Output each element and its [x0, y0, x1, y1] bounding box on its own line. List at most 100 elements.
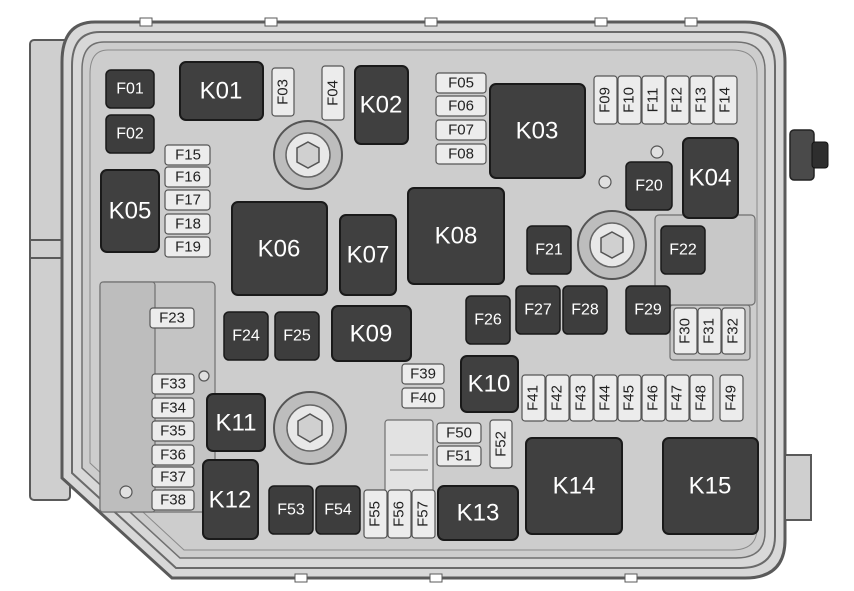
- small-fuse-f06-label: F06: [448, 98, 474, 115]
- relay-k14: [525, 437, 623, 535]
- small-fuse-f17: [164, 189, 211, 211]
- small-fuse-f51-label: F51: [446, 448, 472, 465]
- mini-fuse-f26-label: F26: [474, 312, 502, 329]
- mini-fuse-f27: [515, 285, 561, 335]
- relay-k10-label: K10: [468, 371, 511, 398]
- small-fuse-f49-label: F49: [723, 385, 740, 411]
- bolt-icon: [273, 120, 343, 190]
- small-fuse-f48: [689, 374, 714, 422]
- small-fuse-f46-label: F46: [645, 385, 662, 411]
- small-fuse-f35: [151, 420, 195, 442]
- mini-fuse-f25: [274, 311, 320, 361]
- small-fuse-f36-label: F36: [160, 447, 186, 464]
- relay-k07-label: K07: [347, 242, 390, 269]
- mini-fuse-f01-label: F01: [116, 81, 144, 98]
- small-fuse-f44: [593, 374, 618, 422]
- relay-k06: [231, 201, 328, 296]
- small-fuse-f03-label: F03: [275, 79, 292, 105]
- small-fuse-f10: [617, 75, 642, 125]
- small-fuse-f08-label: F08: [448, 146, 474, 163]
- small-fuse-f31-label: F31: [701, 318, 718, 344]
- small-fuse-f18-label: F18: [175, 216, 201, 233]
- small-fuse-f03: [271, 67, 295, 117]
- mini-fuse-f54: [315, 485, 361, 535]
- small-fuse-f32-label: F32: [725, 318, 742, 344]
- relay-k01-label: K01: [200, 78, 243, 105]
- small-fuse-f55-label: F55: [367, 501, 384, 527]
- small-fuse-f43-label: F43: [573, 385, 590, 411]
- mini-fuse-f53: [268, 485, 314, 535]
- small-fuse-f04-label: F04: [325, 80, 342, 106]
- small-fuse-f07-label: F07: [448, 122, 474, 139]
- mini-fuse-f21: [526, 225, 572, 275]
- small-fuse-f04: [321, 65, 345, 121]
- relay-k07: [339, 214, 397, 296]
- small-fuse-f06: [435, 95, 487, 117]
- small-fuse-f33: [151, 373, 195, 395]
- small-fuse-f07: [435, 119, 487, 141]
- small-fuse-f52-label: F52: [493, 431, 510, 457]
- relay-k11: [206, 393, 266, 452]
- small-fuse-f37: [151, 466, 195, 488]
- relay-k08-label: K08: [435, 223, 478, 250]
- small-fuse-f44-label: F44: [597, 385, 614, 411]
- relay-k09-label: K09: [350, 321, 393, 348]
- small-fuse-f56: [387, 489, 412, 539]
- relay-k05-label: K05: [109, 198, 152, 225]
- connector-icon: [789, 129, 829, 181]
- small-fuse-f39: [401, 363, 445, 385]
- small-fuse-f40-label: F40: [410, 390, 436, 407]
- small-fuse-f36: [151, 444, 195, 466]
- relay-k11-label: K11: [216, 410, 257, 437]
- bolt-icon: [273, 391, 347, 465]
- small-fuse-f08: [435, 143, 487, 165]
- mini-fuse-f20: [625, 161, 673, 211]
- small-fuse-f42-label: F42: [549, 385, 566, 411]
- small-fuse-f09-label: F09: [597, 87, 614, 113]
- mini-fuse-f22-label: F22: [669, 242, 697, 259]
- small-fuse-f39-label: F39: [410, 366, 436, 383]
- mounting-bolt-icon: [119, 145, 664, 499]
- relay-k14-label: K14: [553, 473, 596, 500]
- small-fuse-f34-label: F34: [160, 400, 186, 417]
- mini-fuse-f28-label: F28: [571, 302, 599, 319]
- relay-k09: [331, 305, 412, 362]
- small-fuse-f45-label: F45: [621, 385, 638, 411]
- small-fuse-f30: [673, 307, 698, 355]
- mini-fuse-f29-label: F29: [634, 302, 662, 319]
- small-fuse-f23-label: F23: [159, 310, 185, 327]
- mini-fuse-f21-label: F21: [535, 242, 563, 259]
- mini-fuse-f25-label: F25: [283, 328, 311, 345]
- small-fuse-f19: [164, 236, 211, 258]
- small-fuse-f16-label: F16: [175, 169, 201, 186]
- small-fuse-f43: [569, 374, 594, 422]
- small-fuse-f11: [641, 75, 666, 125]
- small-fuse-f33-label: F33: [160, 376, 186, 393]
- side-clip-right: [784, 454, 812, 521]
- relay-k13: [437, 485, 519, 541]
- relay-k12-label: K12: [209, 487, 252, 514]
- small-fuse-f34: [151, 397, 195, 419]
- mini-fuse-f26: [465, 295, 511, 345]
- mini-fuse-f02-label: F02: [116, 126, 144, 143]
- small-fuse-f52: [489, 419, 513, 469]
- mini-fuse-f28: [562, 285, 608, 335]
- small-fuse-f31: [697, 307, 722, 355]
- small-fuse-f32: [721, 307, 746, 355]
- relay-k06-label: K06: [258, 236, 301, 263]
- small-fuse-f05: [435, 72, 487, 94]
- small-fuse-f12-label: F12: [669, 87, 686, 113]
- small-fuse-f23: [149, 307, 195, 329]
- slot-icon: [139, 17, 698, 583]
- small-fuse-f13: [689, 75, 714, 125]
- small-fuse-f46: [641, 374, 666, 422]
- relay-k02-label: K02: [360, 92, 403, 119]
- relay-k03: [489, 83, 586, 179]
- small-fuse-f15: [164, 144, 211, 166]
- small-fuse-f14-label: F14: [717, 87, 734, 113]
- small-fuse-f35-label: F35: [160, 423, 186, 440]
- small-fuse-f50-label: F50: [446, 425, 472, 442]
- small-fuse-f17-label: F17: [175, 192, 201, 209]
- small-fuse-f56-label: F56: [391, 501, 408, 527]
- small-fuse-f51: [436, 445, 482, 467]
